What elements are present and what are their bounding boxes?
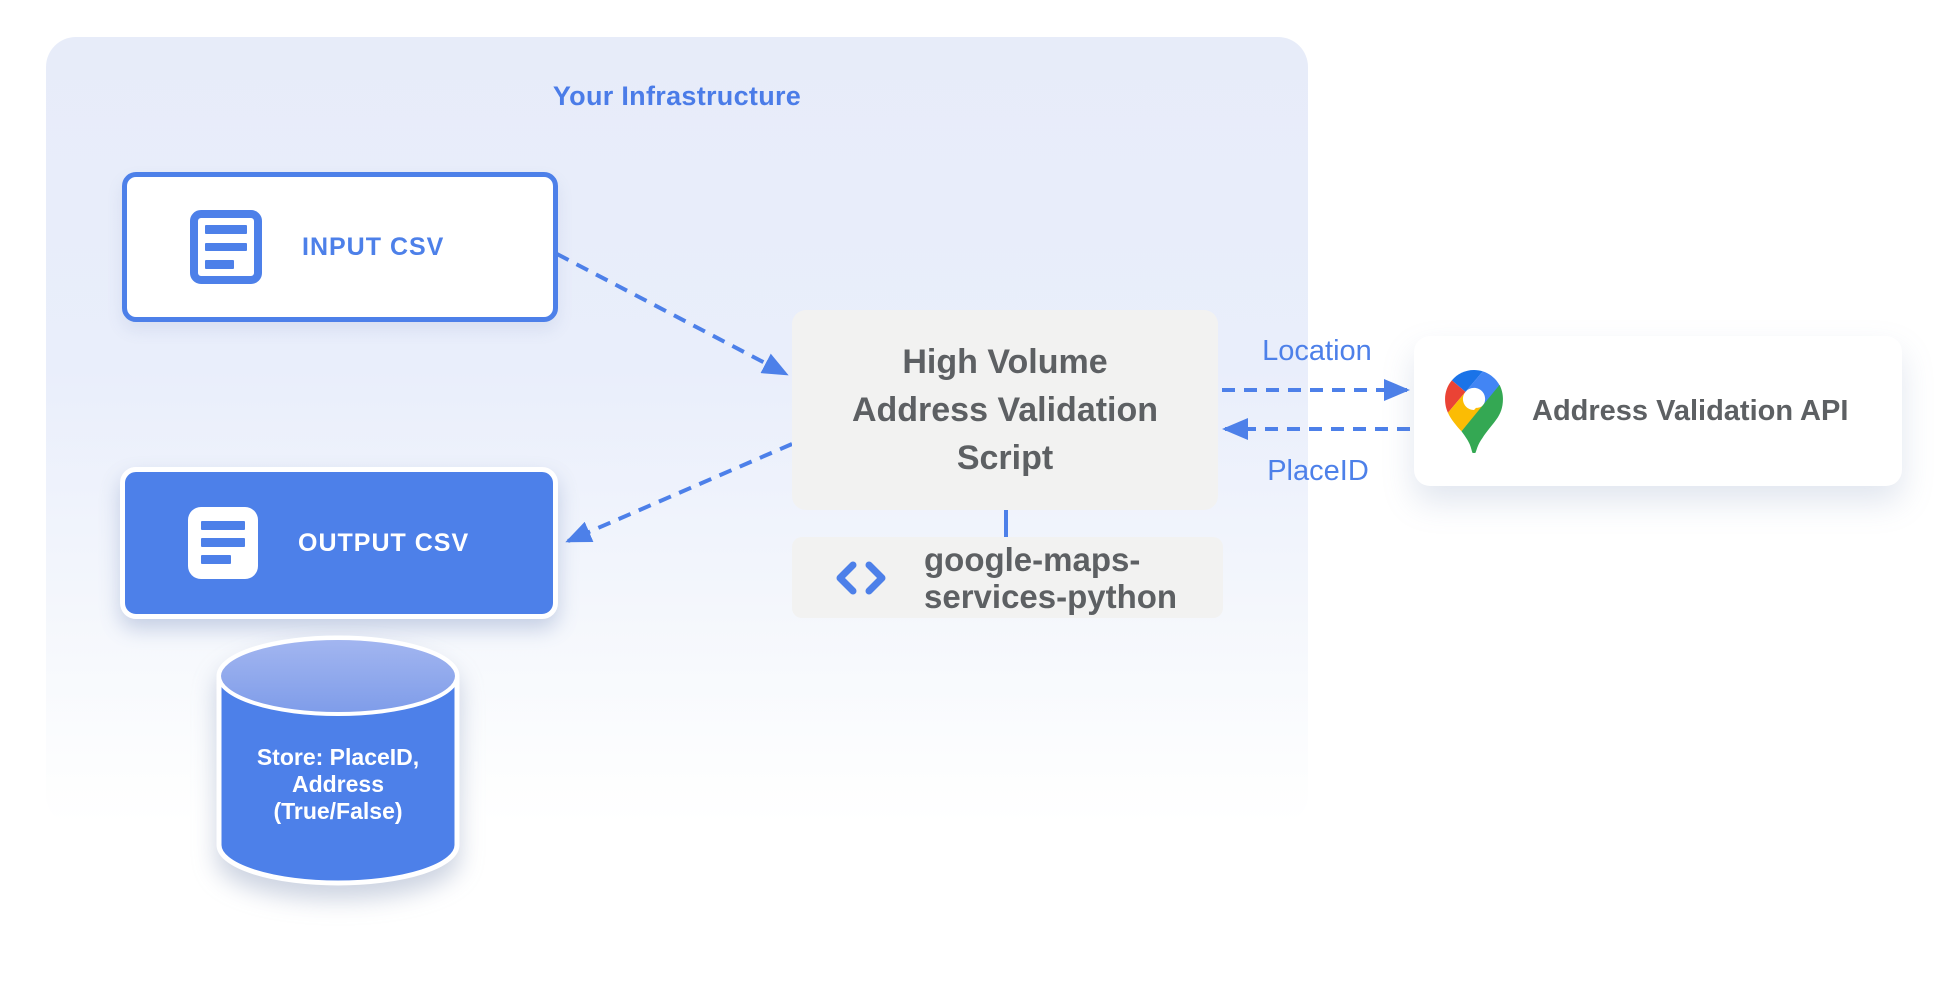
infrastructure-title: Your Infrastructure bbox=[552, 81, 802, 111]
datastore-line-3: (True/False) bbox=[273, 798, 402, 824]
address-validation-api-node: Address Validation API bbox=[1414, 336, 1902, 486]
library-label-line-2: services-python bbox=[924, 577, 1178, 615]
cylinder-cap bbox=[217, 636, 459, 716]
script-label-line-3: Script bbox=[956, 439, 1054, 477]
datastore-line-2: Address bbox=[292, 771, 384, 797]
input-csv-node: INPUT CSV bbox=[122, 172, 558, 322]
location-edge-label: Location bbox=[1262, 335, 1372, 367]
output-csv-node: OUTPUT CSV bbox=[120, 467, 558, 619]
api-label: Address Validation API bbox=[1532, 394, 1849, 427]
validation-script-node: High Volume Address Validation Script bbox=[792, 310, 1218, 510]
document-icon bbox=[188, 507, 258, 579]
input-csv-label: INPUT CSV bbox=[302, 232, 445, 261]
placeid-edge-label: PlaceID bbox=[1267, 455, 1369, 487]
datastore-line-1: Store: PlaceID, bbox=[257, 744, 419, 770]
code-icon bbox=[836, 561, 886, 594]
document-icon bbox=[190, 210, 262, 284]
output-csv-label: OUTPUT CSV bbox=[298, 528, 470, 557]
google-maps-pin-icon bbox=[1445, 369, 1503, 453]
script-label-line-2: Address Validation bbox=[851, 391, 1159, 429]
script-label-line-1: High Volume bbox=[902, 343, 1108, 381]
datastore-cylinder: Store: PlaceID, Address (True/False) bbox=[216, 635, 460, 886]
library-node: google-maps- services-python bbox=[792, 537, 1223, 618]
library-label-line-1: google-maps- bbox=[924, 540, 1141, 578]
